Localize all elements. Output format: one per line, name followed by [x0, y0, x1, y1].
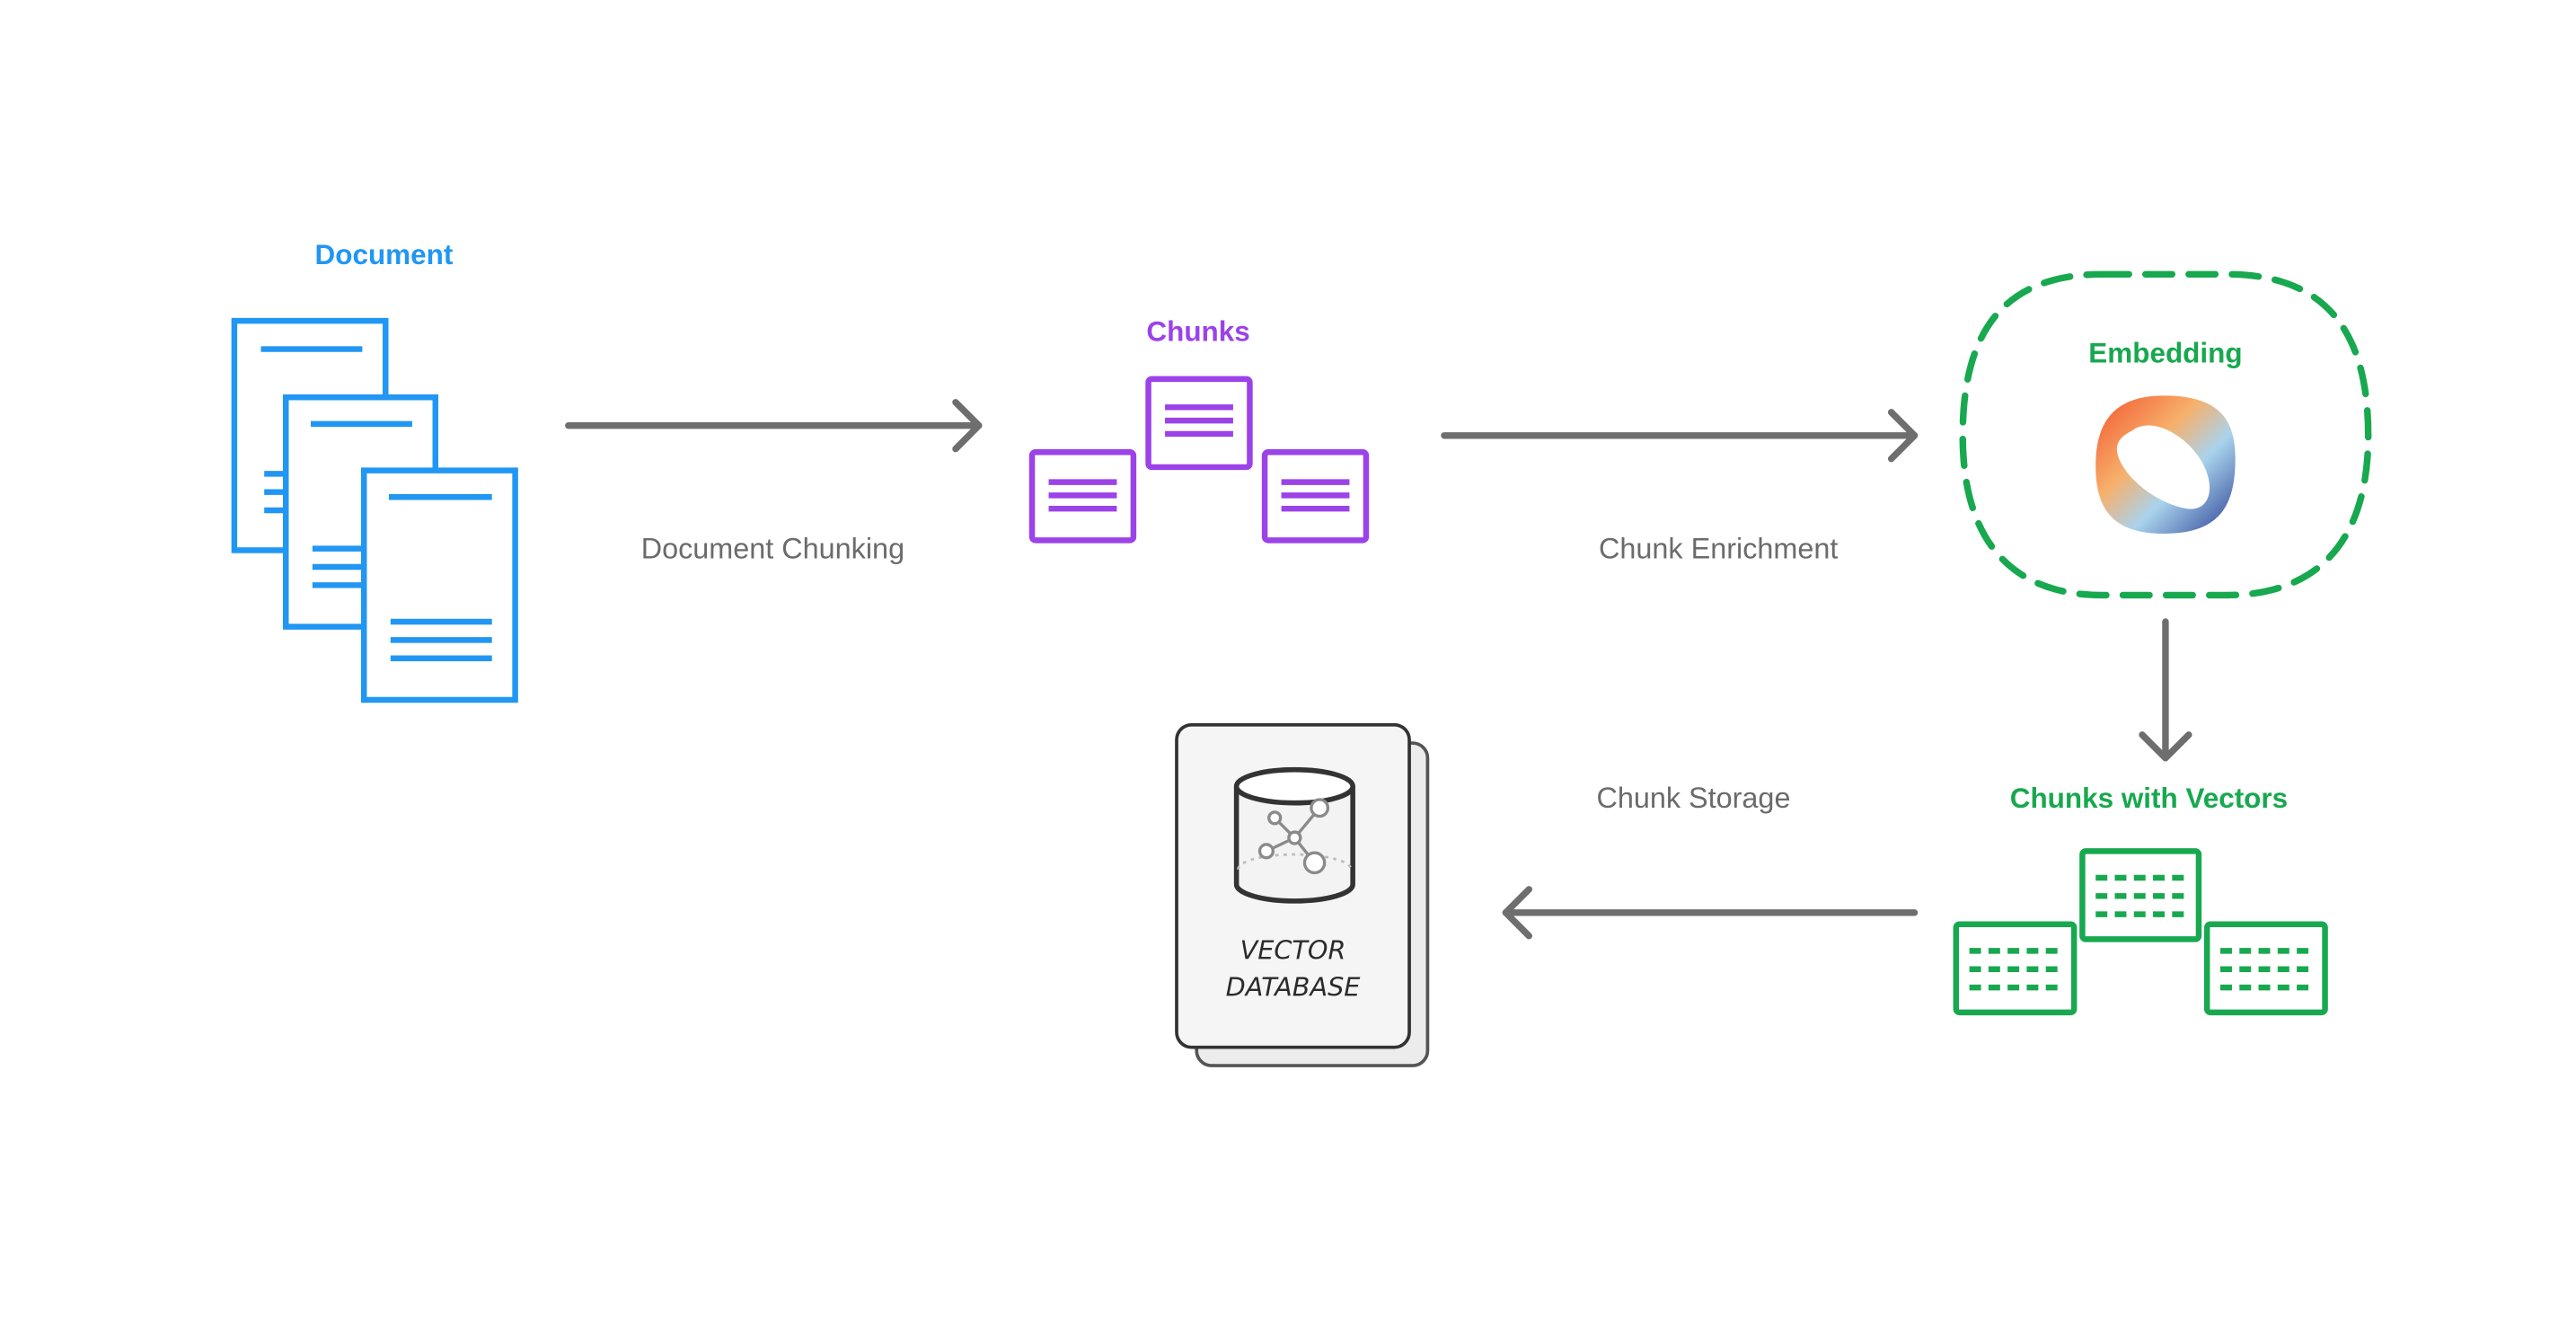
chunks-icon: [1028, 376, 1370, 544]
arrow-embedding-down: [2139, 618, 2192, 762]
embedding-logo-icon: [2095, 395, 2236, 534]
chunk-enrichment-label: Chunk Enrichment: [1599, 532, 1839, 566]
vector-database-line2: DATABASE: [1225, 972, 1361, 1003]
document-stack-icon: [231, 317, 518, 703]
vector-database-line1: VECTOR: [1239, 935, 1346, 967]
chunk-storage-label: Chunk Storage: [1596, 781, 1791, 815]
arrow-chunk-storage: [1502, 886, 1919, 940]
document-chunking-label: Document Chunking: [640, 532, 905, 566]
vector-dashes: [1969, 874, 2314, 991]
vector-database-label: VECTOR DATABASE: [1226, 933, 1361, 1005]
database-icon: [1233, 766, 1355, 904]
embedding-boundary: [1959, 270, 2372, 599]
document-label: Document: [314, 239, 454, 271]
chunks-with-vectors-label: Chunks with Vectors: [2009, 783, 2289, 815]
embedding-label: Embedding: [2088, 337, 2243, 369]
arrow-chunk-enrichment: [1441, 409, 1919, 463]
chunks-label: Chunks: [1146, 315, 1250, 348]
arrow-document-chunking: [565, 399, 983, 453]
